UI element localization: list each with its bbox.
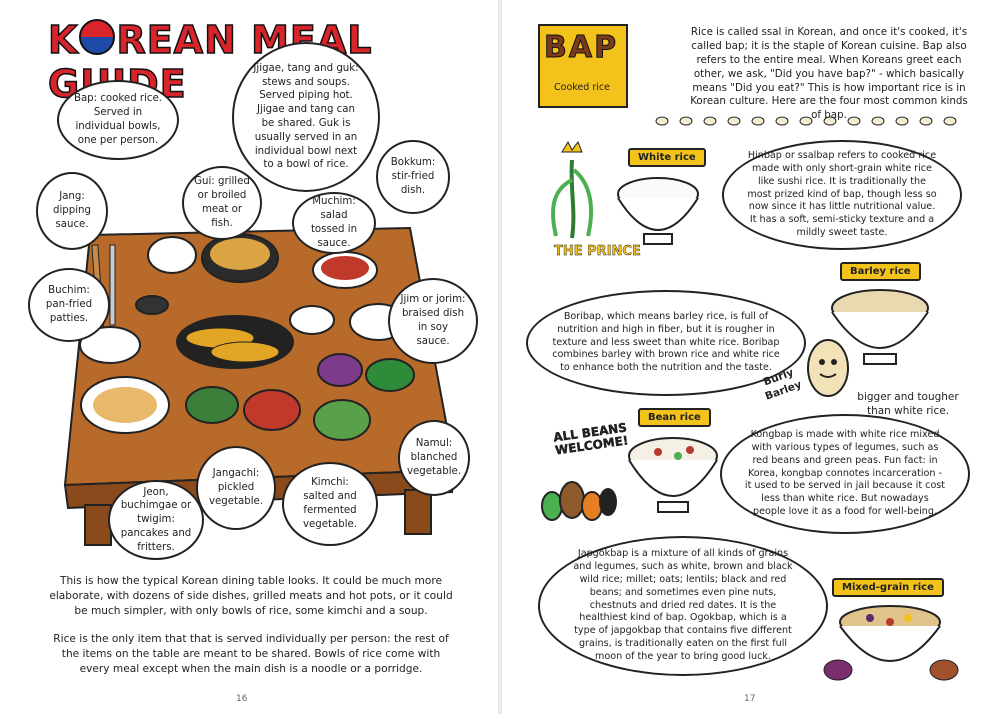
page-number-right: 17	[744, 694, 756, 704]
paragraph-rice-description: Rice is the only item that that is serve…	[53, 633, 449, 676]
bubble-bokkum: Bokkum: stir-fried dish.	[376, 140, 450, 214]
book-gutter	[498, 0, 502, 714]
spoon-icon	[109, 244, 116, 326]
bubble-gui: Gui: grilled or broiled meat or fish.	[182, 166, 262, 240]
white-rice-bubble: Hinbap or ssalbap refers to cooked rice …	[722, 140, 962, 250]
mixed-grain-rice-bubble: Japgokbap is a mixture of all kinds of g…	[538, 536, 828, 676]
bean-rice-bubble: Kongbap is made with white rice mixed wi…	[720, 414, 970, 534]
bubble-namul: Namul: blanched vegetable.	[398, 420, 470, 496]
white-rice-tag: White rice	[628, 148, 706, 167]
bubble-jeon: Jeon, buchimgae or twigim: pancakes and …	[108, 480, 204, 560]
barley-rice-bowl-icon	[831, 289, 929, 365]
pancake-icon	[93, 387, 157, 423]
barley-rice-bubble: Boribap, which means barley rice, is ful…	[526, 290, 806, 396]
mixed-grain-rice-tag: Mixed-grain rice	[832, 578, 944, 597]
sauce-dish-icon	[135, 295, 169, 315]
bean-rice-bowl-icon	[628, 437, 718, 513]
green-dish-icon	[185, 386, 239, 424]
kimchi-dish-icon	[243, 389, 301, 431]
bubble-buchim: Buchim: pan-fried patties.	[28, 268, 110, 342]
patties-dish-icon	[79, 326, 141, 364]
crown-icon	[561, 140, 583, 153]
table-leg-left	[84, 504, 112, 546]
bubble-jjim: Jjim or jorim: braised dish in soy sauce…	[388, 278, 478, 364]
bubble-jangachi: Jangachi: pickled vegetable.	[196, 446, 276, 530]
barley-rice-tag: Barley rice	[840, 262, 921, 281]
bap-intro-text: Rice is called ssal in Korean, and once …	[690, 26, 968, 122]
salad-dish-icon	[289, 305, 335, 335]
page-number-left: 16	[236, 694, 248, 704]
bap-caption: Cooked rice	[554, 82, 610, 93]
bigger-tougher-caption: bigger and tougher than white rice.	[857, 391, 959, 418]
bubble-jjigae: Jjigae, tang and guk: stews and soups. S…	[232, 42, 380, 192]
white-rice-bowl-icon	[617, 177, 699, 245]
paragraph-table-description: This is how the typical Korean dining ta…	[49, 575, 453, 618]
title-letter-k: K	[47, 17, 79, 63]
right-page: BAP Cooked rice Rice is called ssal in K…	[502, 0, 1000, 714]
bap-title: BAP	[543, 30, 619, 66]
burly-barley-character-icon	[807, 339, 849, 397]
fish-icon	[210, 341, 280, 363]
rice-bowl-icon	[147, 236, 197, 274]
stir-fry-food-icon	[321, 256, 369, 280]
stew-icon	[210, 238, 270, 270]
namul-dish-icon	[365, 358, 415, 392]
rice-stalk-icon	[551, 140, 594, 239]
bean-rice-tag: Bean rice	[638, 408, 711, 427]
mixed-grain-bowl-icon	[823, 605, 959, 681]
rice-grain-row	[655, 116, 957, 126]
the-prince-label: THE PRINCE	[554, 244, 641, 259]
pickle-dish-icon	[317, 353, 363, 387]
bubble-muchim: Muchim: salad tossed in sauce.	[292, 192, 376, 254]
bap-title-box: BAP Cooked rice	[538, 24, 628, 108]
bubble-jang: Jang: dipping sauce.	[36, 172, 108, 250]
bean-characters-icon	[541, 481, 617, 521]
bubble-kimchi: Kimchi: salted and fermented vegetable.	[282, 462, 378, 546]
table-leg-right	[404, 489, 432, 535]
cucumber-kimchi-icon	[313, 399, 371, 441]
bubble-bap: Bap: cooked rice. Served in individual b…	[57, 80, 179, 160]
taegeuk-o-icon	[79, 19, 116, 55]
